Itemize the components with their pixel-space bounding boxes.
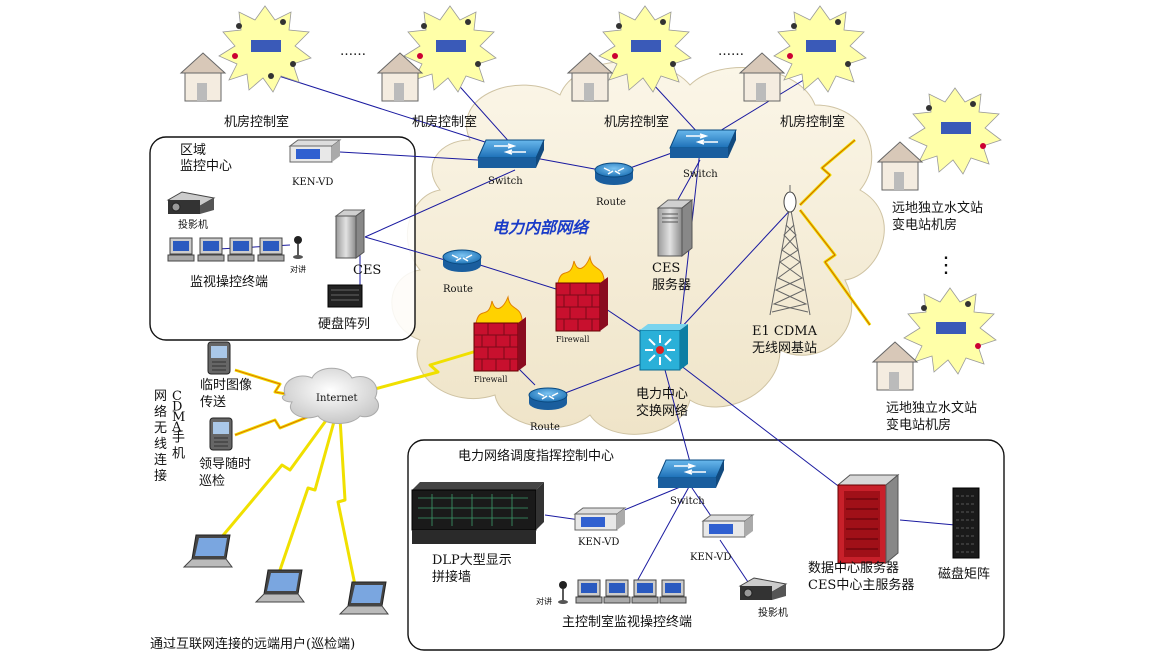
switch-label: Switch (670, 496, 705, 507)
switch-label: Switch (488, 176, 523, 187)
vertical-ellipsis: ⋮ (935, 253, 957, 278)
data-center-server-icon (836, 473, 900, 565)
monitor-terminals-icon (167, 237, 285, 262)
projector-label: 投影机 (178, 218, 208, 231)
exchange-switch-icon (639, 324, 688, 371)
switch-icon (477, 139, 545, 168)
ces-label: CES (353, 263, 381, 278)
router-icon (594, 162, 634, 185)
leader-patrol-label: 领导随时巡检 (199, 457, 251, 489)
dispatch-center-title: 电力网络调度指挥控制中心 (458, 448, 614, 464)
control-room-label: 机房控制室 (604, 114, 669, 130)
disk-array-icon (327, 284, 363, 308)
remote-station-2 (871, 287, 997, 391)
ken-vd-device-icon (573, 507, 627, 531)
remote-users-label: 通过互联网连接的远端用户(巡检端) (150, 636, 355, 652)
ces-server-icon (334, 209, 366, 259)
exchange-label: 电力中心交换网络 (636, 387, 688, 419)
projector-icon (166, 191, 216, 214)
dispatch-center-box (407, 439, 1005, 651)
internet-cloud-icon (281, 367, 380, 424)
ken-vd-label: KEN-VD (690, 552, 731, 563)
microphone-icon (293, 236, 303, 259)
temp-image-label: 临时图像传送 (200, 378, 252, 410)
firewall-label: Firewall (474, 375, 508, 384)
control-room-label: 机房控制室 (224, 114, 289, 130)
cdma-tower-icon (769, 185, 811, 316)
ces-server-icon (656, 198, 694, 258)
remote-station-label: 远地独立水文站变电站机房 (886, 401, 977, 433)
disk-matrix-label: 磁盘矩阵 (938, 566, 990, 582)
route-label: Route (530, 422, 560, 433)
terminals-label: 主控制室监视操控终端 (562, 614, 692, 630)
ken-vd-label: KEN-VD (292, 177, 333, 188)
dlp-video-wall-icon (411, 482, 544, 544)
switch-label: Switch (683, 169, 718, 180)
phone-icon (207, 341, 231, 375)
control-room-label: 机房控制室 (412, 114, 477, 130)
laptop-icon (338, 581, 389, 615)
regional-center-title: 区域监控中心 (180, 143, 232, 174)
projector-label: 投影机 (758, 606, 788, 619)
firewall-icon (555, 255, 608, 332)
ken-vd-label: KEN-VD (578, 537, 619, 548)
ellipsis: …… (340, 44, 366, 59)
firewall-label: Firewall (556, 335, 590, 344)
phone-icon (209, 417, 233, 451)
intercom-label: 对讲 (290, 264, 306, 274)
control-room-2 (376, 5, 497, 102)
remote-station-1 (876, 87, 1002, 191)
router-icon (528, 387, 568, 410)
control-room-3 (566, 5, 692, 102)
ken-vd-device-icon (288, 139, 342, 163)
disk-matrix-icon (952, 487, 980, 559)
route-label: Route (596, 197, 626, 208)
switch-icon (657, 459, 725, 488)
firewall-icon (473, 295, 526, 372)
ellipsis: …… (718, 44, 744, 59)
remote-station-label: 远地独立水文站变电站机房 (892, 201, 983, 233)
monitor-terminals-icon (575, 579, 687, 604)
switch-icon (669, 129, 737, 158)
microphone-icon (558, 581, 568, 604)
intercom-label: 对讲 (536, 596, 552, 606)
terminals-label: 监视操控终端 (190, 274, 268, 290)
internet-label: Internet (316, 393, 357, 404)
route-label: Route (443, 284, 473, 295)
dlp-label: DLP大型显示拼接墙 (432, 553, 512, 585)
network-title: 电力内部网络 (492, 218, 591, 237)
router-icon (442, 249, 482, 272)
laptop-icon (182, 534, 233, 568)
ken-vd-device-icon (701, 514, 755, 538)
laptop-icon (254, 569, 305, 603)
control-room-4 (738, 5, 867, 102)
projector-icon (738, 577, 788, 600)
control-room-label: 机房控制室 (780, 114, 845, 130)
disk-array-label: 硬盘阵列 (318, 316, 370, 332)
control-room-1 (179, 5, 312, 102)
